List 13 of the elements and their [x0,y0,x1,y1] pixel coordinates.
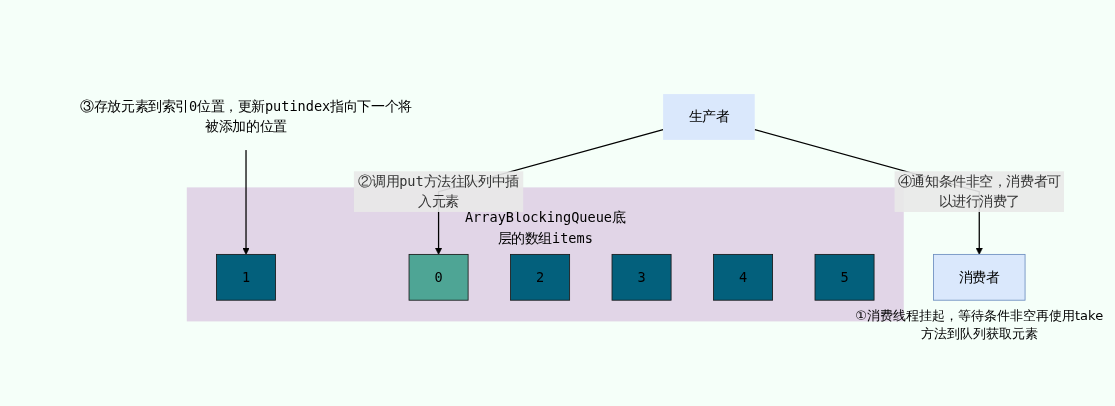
annotation-text: ①消费线程挂起，等待条件非空再使用take方法到队列获取元素 [854,306,1105,343]
arrow [242,149,250,256]
node-box: 3 [611,254,672,301]
node-box: 4 [713,254,773,301]
node-box: 消费者 [933,254,1026,301]
node-text: ③存放元素到索引0位置，更新putindex指向下一个将被添加的位置 [80,98,412,136]
edge-label: ②调用put方法往队列中插入元素 [358,173,519,210]
edge-label: ④通知条件非空，消费者可以进行消费了 [897,173,1061,210]
node-box: 生产者 [663,94,755,141]
node-box: 5 [814,254,875,301]
node-box: 1 [216,254,276,301]
node-box: 2 [510,254,571,301]
node-box: 0 [408,254,469,301]
